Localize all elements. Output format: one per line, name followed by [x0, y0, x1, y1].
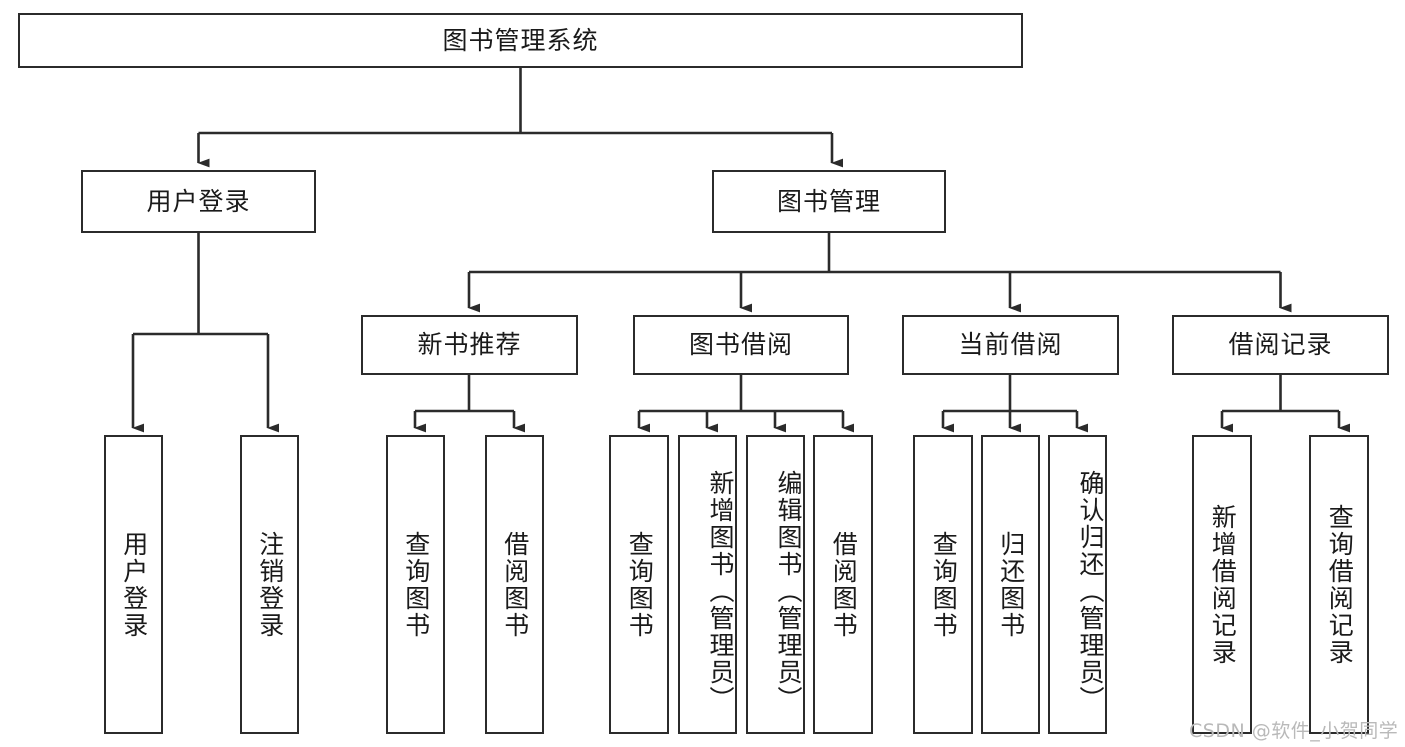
node-borrow-record[interactable]: 借阅记录 [1172, 315, 1389, 375]
leaf-borrow-query-book[interactable]: 查询图书 [609, 435, 669, 734]
node-book-borrow[interactable]: 图书借阅 [633, 315, 849, 375]
node-label: 查询图书 [929, 530, 959, 639]
node-current-borrow[interactable]: 当前借阅 [902, 315, 1119, 375]
node-label: 借阅记录 [1228, 330, 1333, 360]
leaf-user-login-logout[interactable]: 注销登录 [240, 435, 299, 734]
leaf-borrow-edit-book-admin[interactable]: 编辑图书（管理员） [746, 435, 805, 734]
node-label: 用户登录 [119, 530, 149, 639]
leaf-current-query-book[interactable]: 查询图书 [913, 435, 973, 734]
node-label: 查询图书 [625, 530, 655, 639]
leaf-current-confirm-return-admin[interactable]: 确认归还（管理员） [1048, 435, 1107, 734]
leaf-record-add-record[interactable]: 新增借阅记录 [1192, 435, 1252, 734]
node-label: 借阅图书 [500, 530, 530, 639]
leaf-borrow-add-book-admin[interactable]: 新增图书（管理员） [678, 435, 737, 734]
node-label: 查询借阅记录 [1325, 503, 1355, 666]
node-label: 图书借阅 [688, 330, 793, 360]
node-label: 借阅图书 [829, 530, 859, 639]
node-label: 编辑图书（管理员） [774, 470, 803, 713]
node-user-login[interactable]: 用户登录 [81, 170, 316, 233]
node-label: 新增借阅记录 [1208, 503, 1238, 666]
leaf-recommend-query-book[interactable]: 查询图书 [386, 435, 445, 734]
leaf-current-return-book[interactable]: 归还图书 [981, 435, 1040, 734]
node-label: 用户登录 [146, 186, 251, 216]
leaf-borrow-borrow-book[interactable]: 借阅图书 [813, 435, 873, 734]
leaf-recommend-borrow-book[interactable]: 借阅图书 [485, 435, 544, 734]
node-label: 注销登录 [255, 530, 285, 639]
leaf-user-login-login[interactable]: 用户登录 [104, 435, 163, 734]
node-new-book-recommend[interactable]: 新书推荐 [361, 315, 578, 375]
node-label: 当前借阅 [958, 330, 1063, 360]
node-book-management[interactable]: 图书管理 [712, 170, 946, 233]
node-label: 图书管理系统 [442, 25, 599, 55]
node-label: 确认归还（管理员） [1076, 470, 1105, 713]
node-label: 新书推荐 [417, 330, 522, 360]
node-root-system[interactable]: 图书管理系统 [18, 13, 1023, 68]
node-label: 查询图书 [401, 530, 431, 639]
csdn-watermark: CSDN @软件_小贺同学 [1189, 720, 1399, 742]
node-label: 归还图书 [996, 530, 1026, 639]
node-label: 新增图书（管理员） [706, 470, 735, 713]
leaf-record-query-record[interactable]: 查询借阅记录 [1309, 435, 1369, 734]
node-label: 图书管理 [776, 186, 881, 216]
